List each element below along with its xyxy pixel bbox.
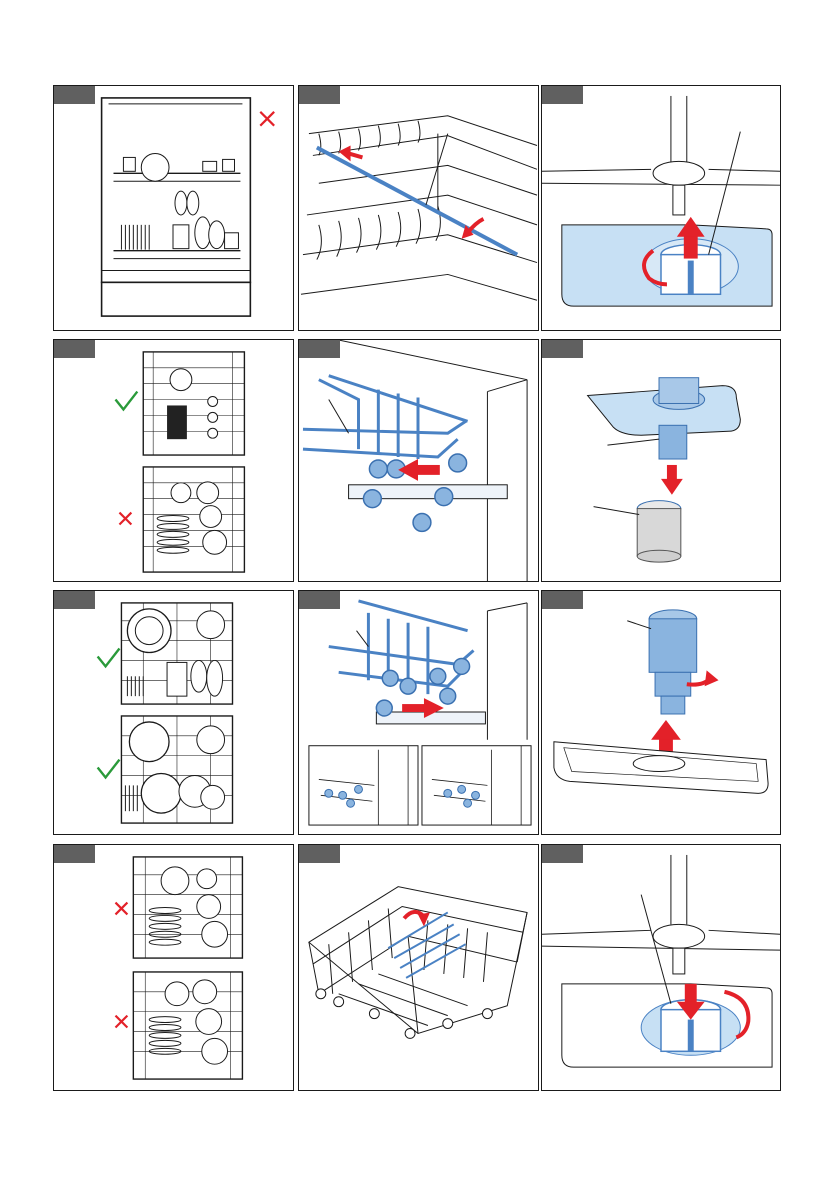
dishwasher-front-illustration (54, 86, 293, 330)
panel-2-upper-basket (298, 85, 539, 331)
panel-1-dishwasher-front (53, 85, 294, 331)
panel-4-rack-top-view (53, 339, 294, 582)
panel-number-tab (542, 340, 583, 358)
basket-rail-illustration (299, 340, 538, 581)
filter-removal-illustration (542, 86, 780, 330)
basket-pullout-illustration (299, 591, 538, 834)
rack-top-view-illustration (54, 340, 293, 581)
filter-parts-illustration (542, 340, 780, 581)
panel-number-tab (542, 86, 583, 104)
panel-9-filter-insertion (541, 590, 781, 835)
filter-lock-illustration (542, 845, 780, 1090)
check-mark-icon (98, 760, 120, 778)
panel-number-tab (542, 591, 583, 609)
cross-mark-icon (260, 112, 274, 126)
upper-basket-illustration (299, 86, 538, 330)
panel-6-filter-parts (541, 339, 781, 582)
panel-5-basket-rail (298, 339, 539, 582)
check-mark-icon (115, 392, 137, 410)
arrow-icon (398, 459, 440, 481)
panel-3-filter-removal (541, 85, 781, 331)
panel-number-tab (54, 591, 95, 609)
cross-mark-icon (115, 1016, 127, 1028)
panel-number-tab (299, 340, 340, 358)
cross-mark-icon (119, 513, 131, 525)
lower-basket-illustration (299, 845, 538, 1090)
panel-number-tab (299, 845, 340, 863)
arrow-icon (661, 465, 683, 495)
panel-number-tab (54, 340, 95, 358)
panel-7-rack-pans (53, 590, 294, 835)
panel-10-rack-wrong (53, 844, 294, 1091)
arrow-icon (349, 153, 363, 157)
cross-mark-icon (115, 903, 127, 915)
inset-left (309, 746, 418, 825)
panel-number-tab (54, 845, 95, 863)
panel-number-tab (542, 845, 583, 863)
rack-wrong-illustration (54, 845, 293, 1090)
filter-insertion-illustration (542, 591, 780, 834)
panel-12-filter-lock (541, 844, 781, 1091)
panel-number-tab (299, 86, 340, 104)
check-mark-icon (98, 649, 120, 667)
inset-right (422, 746, 531, 825)
rack-pans-illustration (54, 591, 293, 834)
panel-11-lower-basket (298, 844, 539, 1091)
panel-8-basket-pullout (298, 590, 539, 835)
panel-number-tab (54, 86, 95, 104)
panel-number-tab (299, 591, 340, 609)
